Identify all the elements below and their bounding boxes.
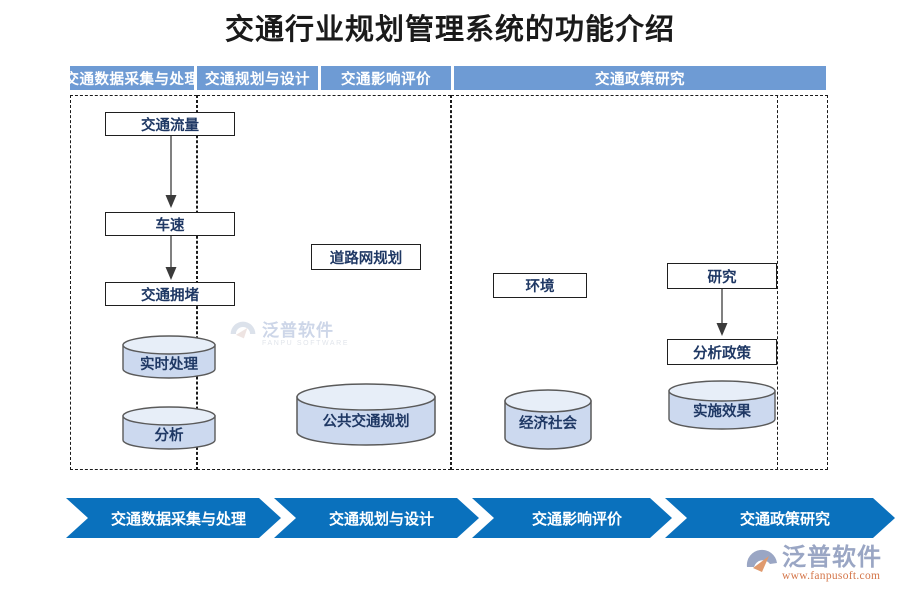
page-title: 交通行业规划管理系统的功能介绍: [224, 12, 675, 46]
chevron-step-3[interactable]: 交通影响评价: [472, 498, 672, 538]
process-box-policy-analysis[interactable]: 分析政策: [667, 339, 777, 365]
column-header-4: 交通政策研究: [454, 66, 826, 90]
chevron-label: 交通政策研究: [739, 510, 830, 528]
column-panel-3: [451, 95, 828, 470]
cylinder-analysis[interactable]: 分析: [121, 405, 217, 451]
process-box-congestion[interactable]: 交通拥堵: [105, 282, 235, 306]
column-divider-inner: [777, 95, 778, 470]
arrow-research-to-policy: [716, 289, 728, 336]
logo-url: www.fanpusoft.com: [782, 570, 881, 582]
arrow-speed-to-congestion: [165, 236, 177, 280]
brand-logo: 泛普软件 www.fanpusoft.com: [745, 545, 882, 583]
chevron-step-1[interactable]: 交通数据采集与处理: [66, 498, 281, 538]
cylinder-realtime-processing[interactable]: 实时处理: [121, 334, 217, 380]
cylinder-label: 实施效果: [693, 404, 751, 420]
process-box-speed[interactable]: 车速: [105, 212, 235, 236]
cylinder-implementation-effect[interactable]: 实施效果: [667, 379, 777, 431]
logo-company-name: 泛普软件: [782, 543, 882, 571]
watermark-en: FANPU SOFTWARE: [262, 339, 350, 347]
watermark-center: 泛普软件 FANPU SOFTWARE: [228, 312, 378, 356]
cylinder-label: 公共交通规划: [322, 414, 410, 430]
cylinder-shape: [504, 389, 592, 450]
cylinder-shape: [296, 383, 436, 446]
fanpu-logo-icon: [745, 547, 779, 581]
cylinder-label: 实时处理: [140, 357, 198, 373]
cylinder-public-transport-planning[interactable]: 公共交通规划: [295, 382, 437, 448]
chevron-label: 交通数据采集与处理: [110, 510, 246, 528]
process-box-road-network-planning[interactable]: 道路网规划: [311, 244, 421, 270]
cylinder-economy-society[interactable]: 经济社会: [503, 388, 593, 452]
chevron-step-4[interactable]: 交通政策研究: [665, 498, 895, 538]
column-header-2: 交通规划与设计: [197, 66, 318, 90]
cylinder-shape: [668, 380, 776, 430]
watermark-cn: 泛普软件: [262, 320, 334, 340]
column-header-1: 交通数据采集与处理: [65, 66, 199, 90]
chevron-label: 交通影响评价: [531, 510, 622, 528]
chevron-step-2[interactable]: 交通规划与设计: [274, 498, 479, 538]
cylinder-label: 经济社会: [519, 416, 577, 432]
fanpu-logo-icon: [228, 319, 258, 349]
cylinder-shape: [122, 335, 216, 379]
column-header-3: 交通影响评价: [321, 66, 451, 90]
process-box-environment[interactable]: 环境: [493, 273, 587, 298]
process-box-traffic-flow[interactable]: 交通流量: [105, 112, 235, 136]
arrow-flow-to-speed: [165, 136, 177, 208]
cylinder-label: 分析: [154, 428, 184, 444]
cylinder-shape: [122, 406, 216, 450]
chevron-label: 交通规划与设计: [328, 510, 434, 528]
process-box-research[interactable]: 研究: [667, 263, 777, 289]
